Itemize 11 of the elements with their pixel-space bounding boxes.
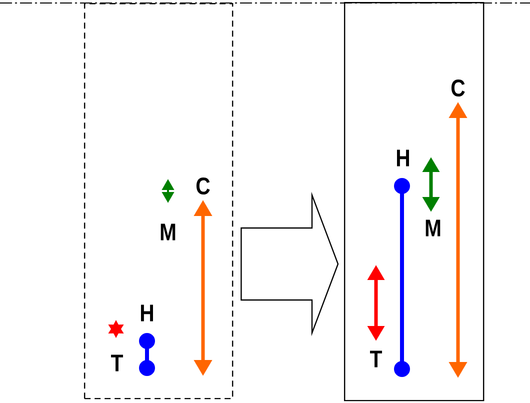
letter-label: H <box>141 304 153 322</box>
solid-box <box>344 2 484 402</box>
dashed-box <box>84 2 234 400</box>
letter-label: T <box>111 354 124 372</box>
letter-label: T <box>370 350 382 368</box>
letter-label: C <box>451 80 465 96</box>
letter-label: C <box>196 178 210 194</box>
letter-label: H <box>397 150 409 166</box>
block-arrow <box>240 192 339 336</box>
letter-label: M <box>160 224 176 240</box>
letter-label: M <box>426 220 440 236</box>
